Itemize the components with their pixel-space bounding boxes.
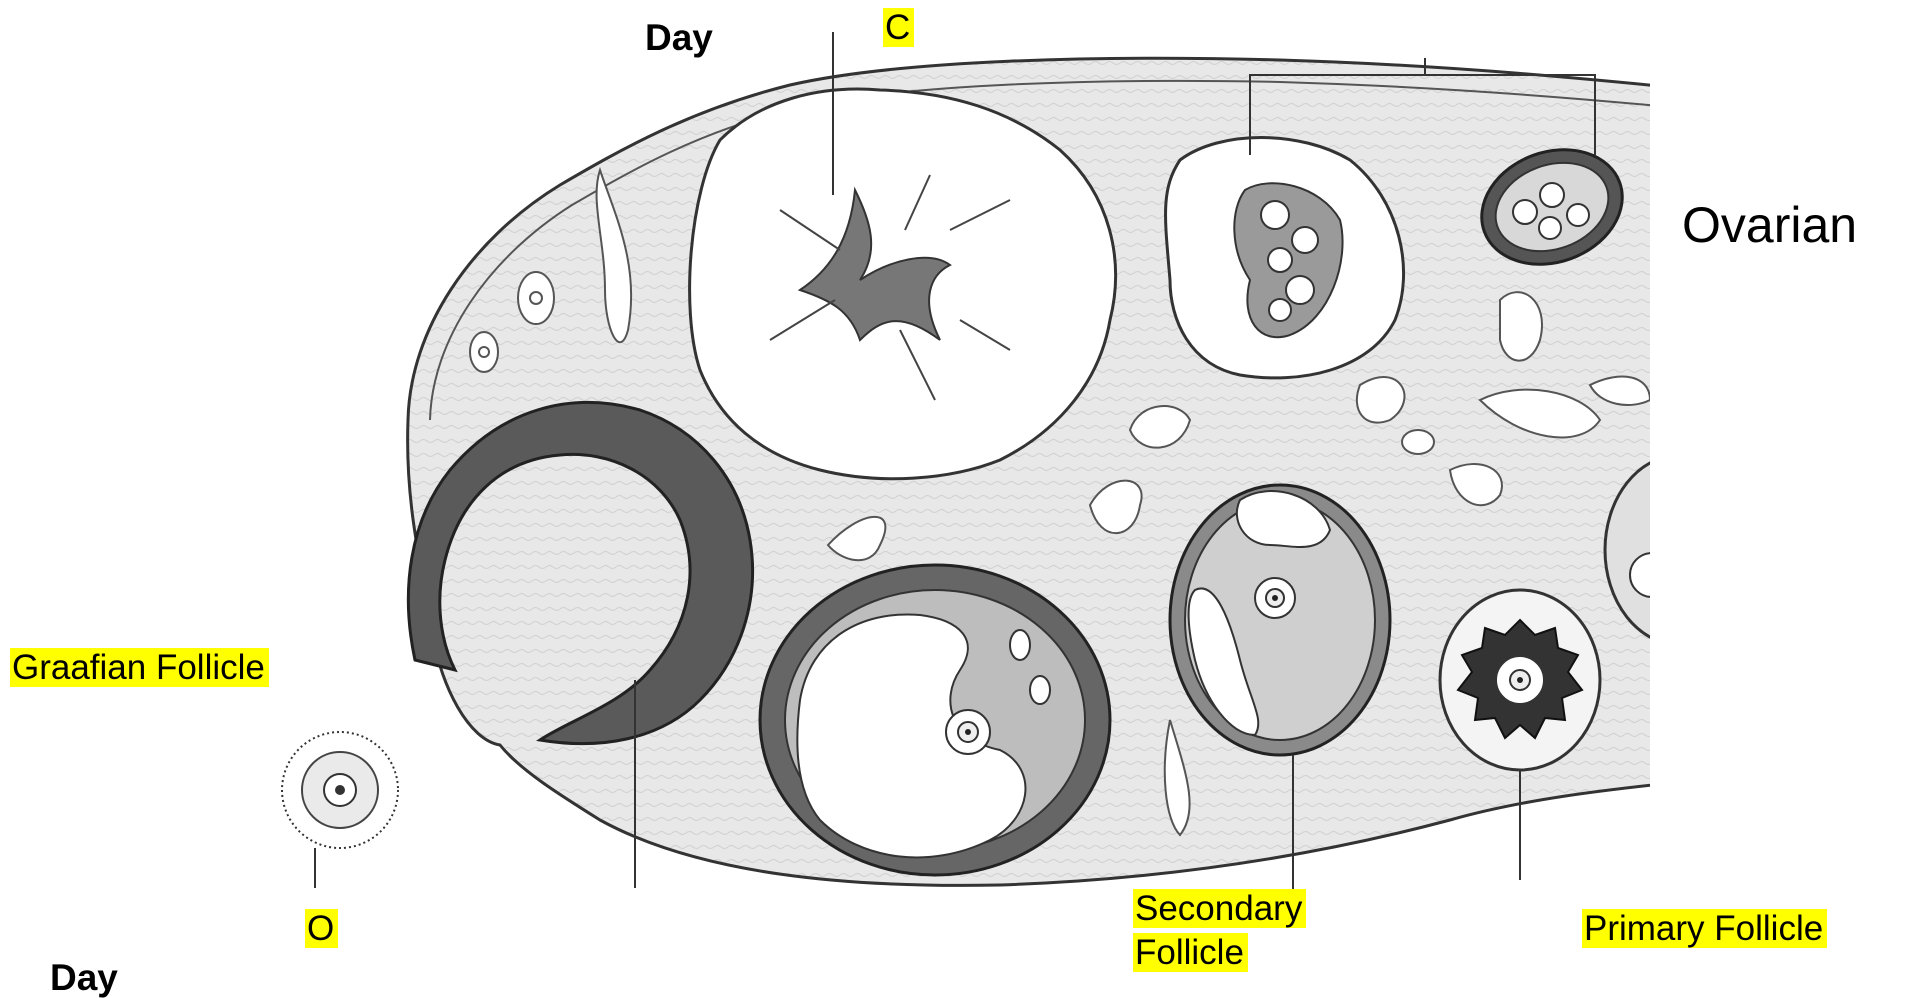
ovary-body bbox=[408, 58, 1755, 885]
graafian-follicle-label: Graafian Follicle bbox=[10, 648, 269, 687]
primary-follicle-shape bbox=[1440, 590, 1600, 770]
corpus-luteum-label: C bbox=[883, 8, 914, 47]
secondary-follicle-shape bbox=[1170, 485, 1390, 755]
secondary-follicle-label-line2: Follicle bbox=[1133, 933, 1248, 972]
day-label-top: Day bbox=[645, 18, 713, 57]
diagram-title: Ovarian bbox=[1682, 197, 1857, 253]
secondary-follicle-label-line1: Secondary bbox=[1133, 889, 1306, 928]
secondary-follicle-label: Secondary Follicle bbox=[1133, 887, 1306, 975]
day-label-bottom: Day bbox=[50, 958, 118, 997]
mature-follicle bbox=[760, 565, 1110, 875]
corpus-luteum bbox=[690, 89, 1116, 479]
primary-follicle-label: Primary Follicle bbox=[1582, 909, 1827, 948]
ovum-label: O bbox=[305, 909, 338, 948]
released-ovum bbox=[282, 732, 398, 848]
